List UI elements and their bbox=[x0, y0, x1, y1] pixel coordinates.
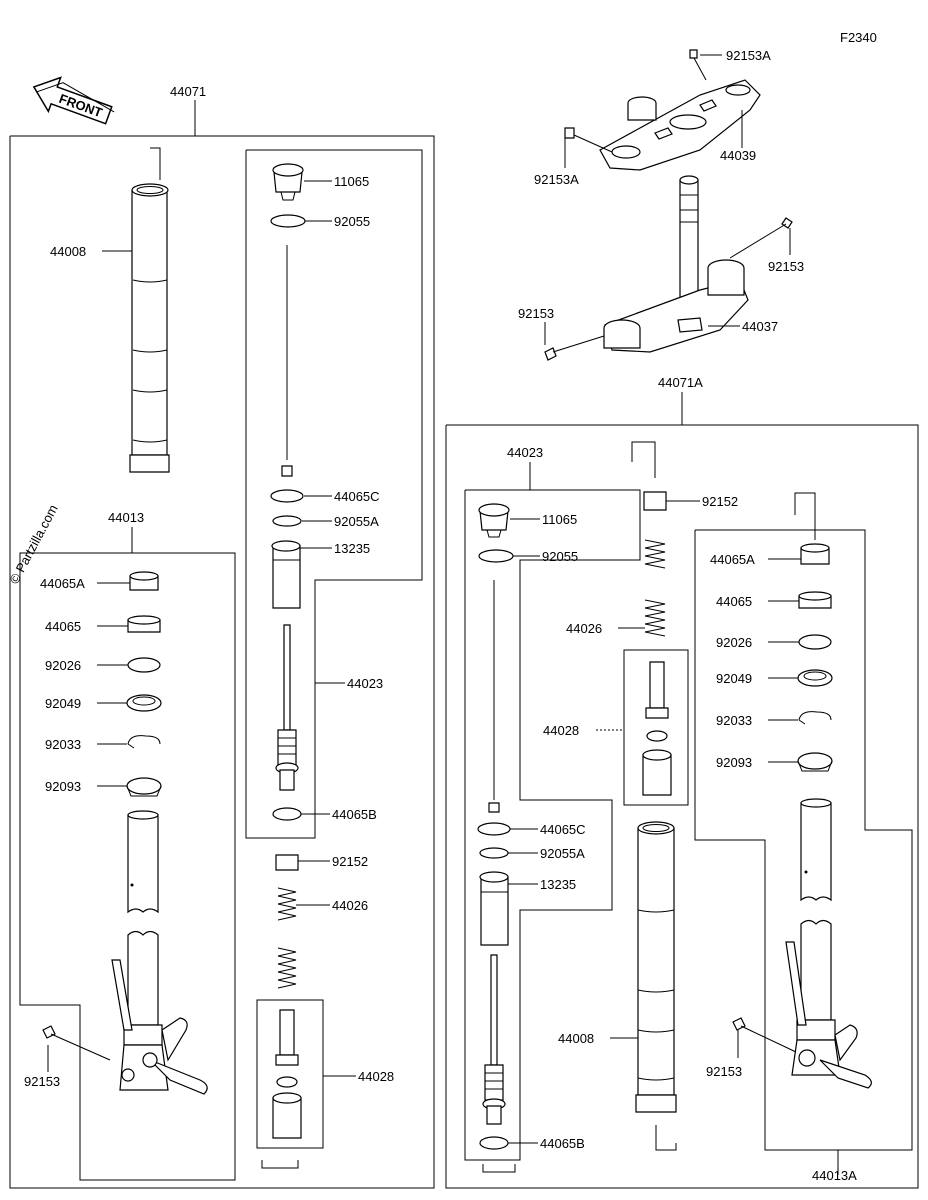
label-44013: 44013 bbox=[108, 510, 144, 525]
label-92026-right: 92026 bbox=[716, 635, 752, 650]
upper-triple-clamp-part bbox=[599, 79, 761, 171]
label-92033-left: 92033 bbox=[45, 737, 81, 752]
label-92152-right: 92152 bbox=[702, 494, 738, 509]
label-92026-left: 92026 bbox=[45, 658, 81, 673]
label-44065B-left: 44065B bbox=[332, 807, 377, 822]
label-44065C-left: 44065C bbox=[334, 489, 380, 504]
circlip-part bbox=[127, 735, 161, 749]
bolt-right-part bbox=[732, 1017, 797, 1053]
inner-tube-part bbox=[111, 810, 208, 1095]
diagram-code: F2340 bbox=[840, 30, 877, 45]
frame-44028-right bbox=[623, 649, 689, 806]
label-92055A-right: 92055A bbox=[540, 846, 585, 861]
washer-part bbox=[127, 657, 161, 673]
dust-seal-right-part bbox=[797, 752, 833, 772]
frame-44023-right bbox=[464, 489, 641, 1161]
label-44023-left: 44023 bbox=[347, 676, 383, 691]
label-11065-right: 11065 bbox=[542, 512, 577, 527]
label-44026-right: 44026 bbox=[566, 621, 602, 636]
nut-part bbox=[275, 854, 299, 871]
spring-guide-part bbox=[272, 1009, 302, 1139]
label-92055-left: 92055 bbox=[334, 214, 370, 229]
label-44023-right: 44023 bbox=[507, 445, 543, 460]
label-44037: 44037 bbox=[742, 319, 778, 334]
label-44008-left: 44008 bbox=[50, 244, 86, 259]
piston-rod-part bbox=[275, 624, 299, 791]
label-44065-right: 44065 bbox=[716, 594, 752, 609]
inner-tube-right-part bbox=[785, 798, 872, 1089]
oil-seal-part bbox=[126, 694, 162, 712]
frame-44013 bbox=[19, 552, 236, 1181]
frame-44071 bbox=[9, 135, 435, 1189]
label-44065C-right: 44065C bbox=[540, 822, 586, 837]
label-92055-right: 92055 bbox=[542, 549, 578, 564]
fork-cap-right-part bbox=[478, 503, 510, 538]
label-92049-right: 92049 bbox=[716, 671, 752, 686]
label-44065A-right: 44065A bbox=[710, 552, 755, 567]
label-13235-left: 13235 bbox=[334, 541, 370, 556]
label-92093-right: 92093 bbox=[716, 755, 752, 770]
label-44028-right: 44028 bbox=[543, 723, 579, 738]
label-13235-right: 13235 bbox=[540, 877, 576, 892]
label-92153-left-bottom: 92153 bbox=[24, 1074, 60, 1089]
o-ring-part bbox=[270, 214, 306, 228]
label-44013A: 44013A bbox=[812, 1168, 857, 1183]
cylinder-part bbox=[271, 540, 301, 609]
label-44065-left: 44065 bbox=[45, 619, 81, 634]
label-92033-right: 92033 bbox=[716, 713, 752, 728]
lower-triple-clamp-part bbox=[603, 175, 749, 353]
ring-part bbox=[270, 489, 304, 503]
label-44026-left: 44026 bbox=[332, 898, 368, 913]
bushing-2-right-part bbox=[798, 591, 832, 609]
label-11065-left: 11065 bbox=[334, 174, 369, 189]
spring-guide-right-part bbox=[642, 661, 672, 796]
label-92093-left: 92093 bbox=[45, 779, 81, 794]
outer-tube-right-part bbox=[635, 821, 677, 1113]
outer-tube-part bbox=[129, 147, 170, 473]
bolt-part bbox=[42, 1025, 111, 1061]
label-44039: 44039 bbox=[720, 148, 756, 163]
label-44071A: 44071A bbox=[658, 375, 703, 390]
label-92152-left: 92152 bbox=[332, 854, 368, 869]
circlip-right-part bbox=[798, 711, 832, 725]
label-44065B-right: 44065B bbox=[540, 1136, 585, 1151]
fork-spring-right-part bbox=[644, 539, 666, 637]
label-92055A-left: 92055A bbox=[334, 514, 379, 529]
piston-rod-right-part bbox=[482, 954, 506, 1125]
watermark-text: © Partzilla.com bbox=[6, 502, 60, 586]
bushing-right-part bbox=[800, 543, 830, 565]
label-92153-mid: 92153 bbox=[518, 306, 554, 321]
label-92153A-left: 92153A bbox=[534, 172, 579, 187]
label-92049-left: 92049 bbox=[45, 696, 81, 711]
bushing-2-part bbox=[127, 615, 161, 633]
cylinder-right-part bbox=[479, 871, 509, 946]
label-92153A-top: 92153A bbox=[726, 48, 771, 63]
dust-seal-part bbox=[126, 777, 162, 797]
bushing-part bbox=[129, 571, 159, 591]
fork-spring-part bbox=[277, 887, 297, 989]
nut-right-part bbox=[643, 491, 667, 511]
label-92153-right: 92153 bbox=[768, 259, 804, 274]
frame-44023-left bbox=[245, 149, 423, 839]
label-44071: 44071 bbox=[170, 84, 206, 99]
label-44065A-left: 44065A bbox=[40, 576, 85, 591]
front-arrow-icon: FRONT bbox=[32, 76, 115, 125]
fork-cap-part bbox=[272, 163, 304, 201]
oil-seal-right-part bbox=[797, 669, 833, 687]
frame-44013A bbox=[694, 529, 913, 1151]
label-44008-right: 44008 bbox=[558, 1031, 594, 1046]
frame-44028-left bbox=[256, 999, 324, 1149]
frame-44071A bbox=[445, 424, 919, 1189]
label-44028-left: 44028 bbox=[358, 1069, 394, 1084]
label-92153-right-bottom: 92153 bbox=[706, 1064, 742, 1079]
